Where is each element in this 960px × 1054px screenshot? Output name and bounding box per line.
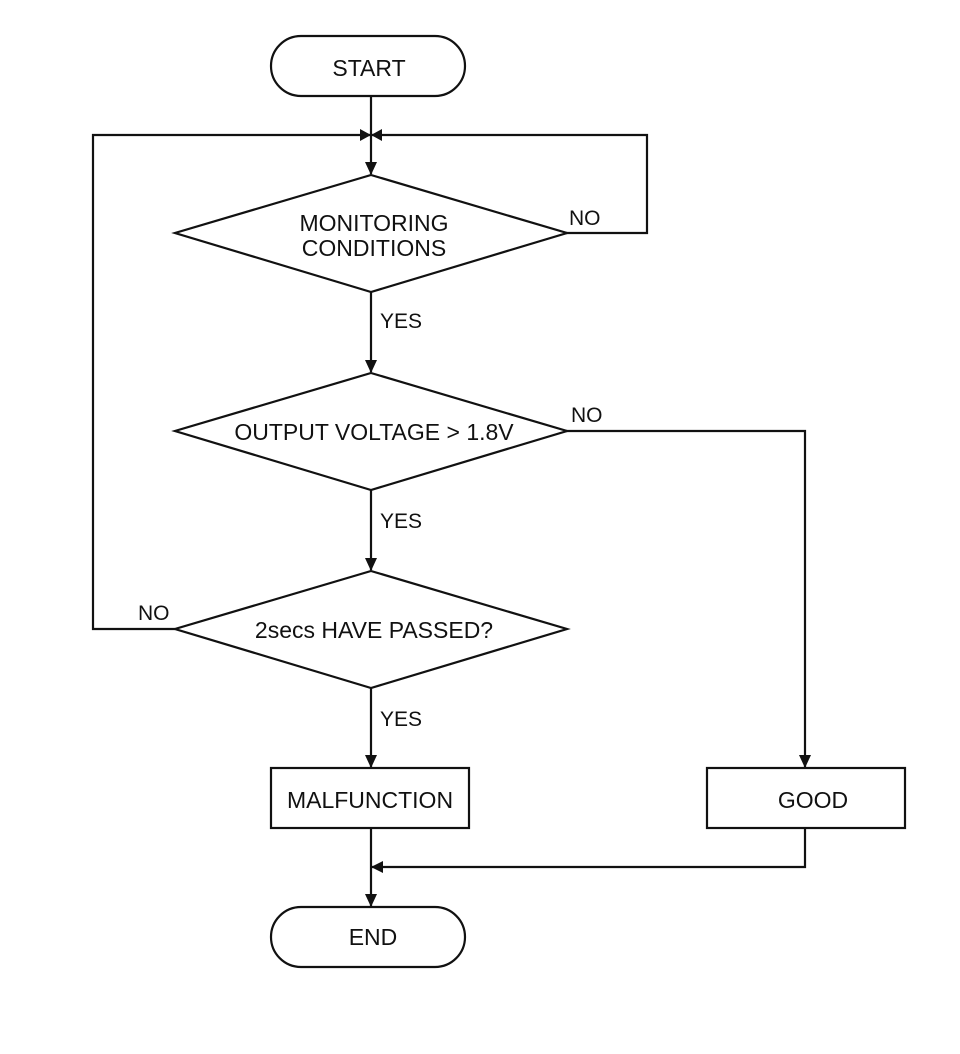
monitoring-yes-label: YES [380, 310, 422, 333]
start-terminal: START [269, 34, 467, 98]
voltage-decision: OUTPUT VOLTAGE > 1.8V [171, 371, 571, 492]
malfunction-process: MALFUNCTION [269, 766, 471, 830]
connector-good-to-end [371, 828, 807, 869]
end-terminal-shape [269, 905, 467, 969]
arrowhead-into-good [799, 755, 811, 768]
end-label: END [349, 924, 398, 950]
voltage-decision-diamond [171, 371, 571, 492]
arrowhead-into-monitoring [365, 162, 377, 175]
voltage-label: OUTPUT VOLTAGE > 1.8V [234, 419, 514, 445]
malfunction-label: MALFUNCTION [287, 787, 453, 813]
end-terminal: END [269, 905, 467, 969]
start-terminal-shape [269, 34, 467, 98]
connector-time-no-loop [91, 133, 371, 631]
arrowhead-into-time-check [365, 558, 377, 571]
time-decision-diamond [171, 569, 571, 690]
connector-monitoring-no-loop [371, 133, 649, 235]
monitoring-decision-diamond [171, 173, 571, 294]
time-yes-label: YES [380, 708, 422, 731]
voltage-no-label: NO [571, 404, 603, 427]
edge-labels: NO YES NO YES NO YES [138, 207, 603, 731]
start-label: START [332, 55, 405, 81]
connectors [91, 96, 807, 906]
arrowhead-left-top-merge [360, 129, 371, 141]
good-label: GOOD [778, 787, 848, 813]
time-no-label: NO [138, 602, 170, 625]
monitoring-no-label: NO [569, 207, 601, 230]
arrowhead-into-end [365, 894, 377, 907]
malfunction-box [269, 766, 471, 830]
arrowhead-right-top-merge [371, 129, 382, 141]
time-check-label: 2secs HAVE PASSED? [255, 617, 493, 643]
voltage-yes-label: YES [380, 510, 422, 533]
arrowhead-into-voltage [365, 360, 377, 373]
time-decision: 2secs HAVE PASSED? [171, 569, 571, 690]
monitoring-label-line2: CONDITIONS [302, 235, 446, 261]
connector-voltage-no [566, 429, 807, 767]
monitoring-decision: MONITORING CONDITIONS [171, 173, 571, 294]
arrowhead-good-join [371, 861, 383, 873]
arrowheads [360, 129, 811, 907]
good-box [705, 766, 907, 830]
arrowhead-into-malfunction [365, 755, 377, 768]
good-process: GOOD [705, 766, 907, 830]
monitoring-label-line1: MONITORING [299, 210, 448, 236]
